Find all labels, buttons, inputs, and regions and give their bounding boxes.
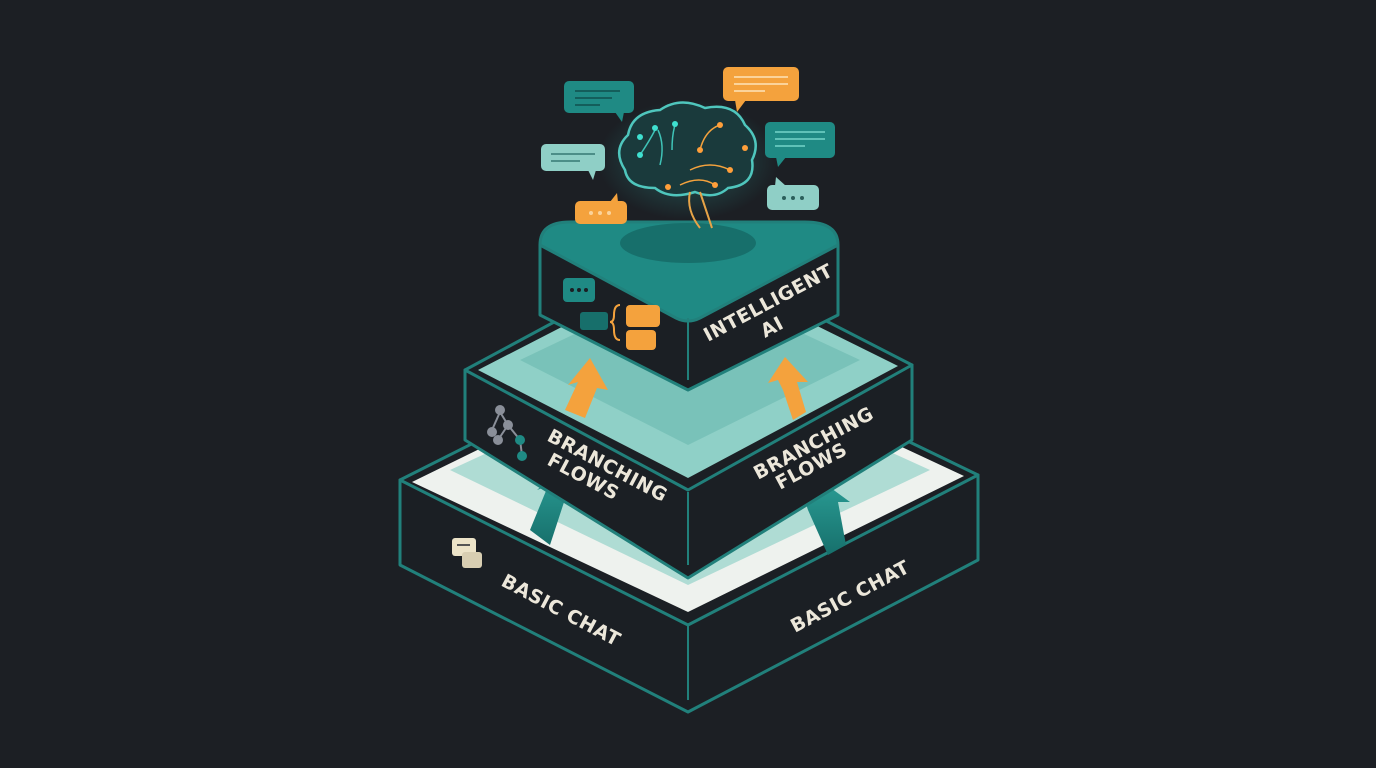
text-bubble-orange [723,67,799,112]
chat-icon [452,538,482,568]
typing-bubble-pale [767,177,819,210]
typing-bubble-orange [575,193,627,224]
arrow-up-right-orange [768,357,808,420]
text-bubble-teal-right [765,122,835,167]
text-bubble-pale-left [541,144,605,180]
chat-bubbles-icon [563,278,660,350]
tier-intelligent-ai: INTELLIGENT AI [538,220,840,392]
branching-tree-icon [487,405,527,461]
text-bubble-teal-left [564,81,634,122]
brain-circuit-icon [598,100,778,229]
arrow-up-left-orange [565,358,608,418]
